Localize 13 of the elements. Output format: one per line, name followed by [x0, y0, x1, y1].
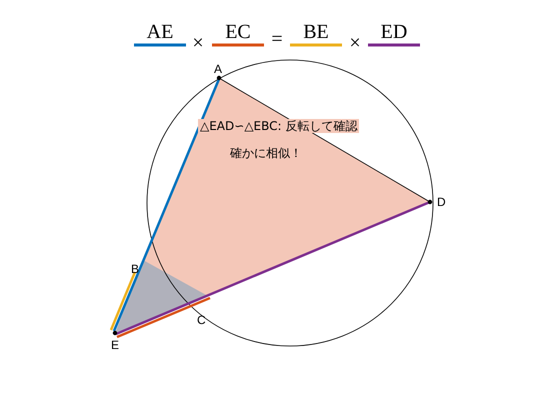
- operator: ×: [192, 33, 204, 53]
- operator: ×: [349, 33, 361, 53]
- point-label: A: [214, 63, 222, 75]
- equation-term: BE: [303, 22, 329, 42]
- point-label: C: [197, 314, 206, 326]
- point-label: E: [111, 339, 120, 351]
- annotation-text: △EAD∽△EBC: 反転して確認: [198, 119, 360, 133]
- equation-term: ED: [380, 22, 408, 42]
- equation-term: AE: [146, 22, 174, 42]
- operator: =: [271, 29, 283, 49]
- point-label: D: [437, 196, 446, 208]
- point-label: B: [131, 263, 140, 275]
- equation-term: EC: [225, 22, 251, 42]
